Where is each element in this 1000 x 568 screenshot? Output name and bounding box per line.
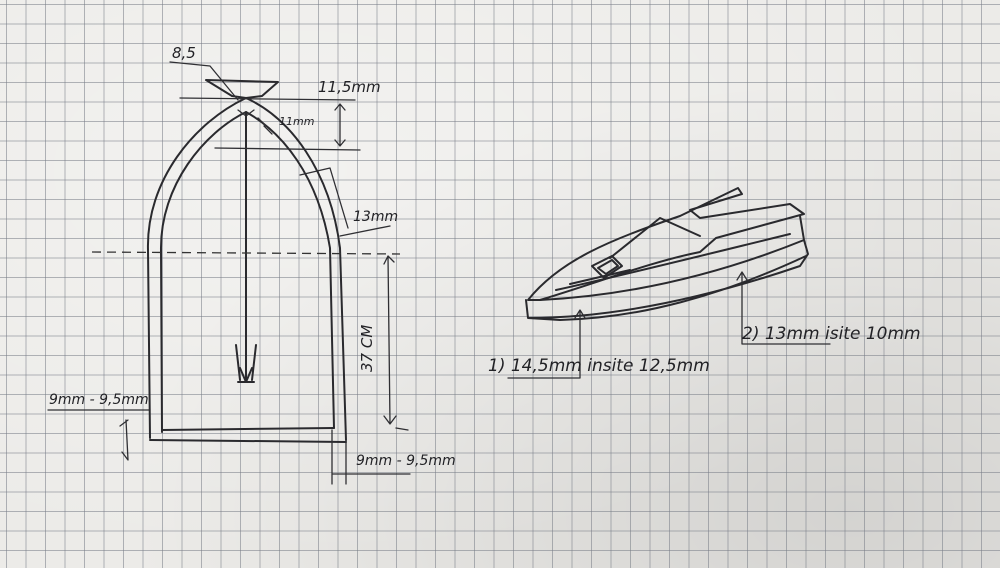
right-base-label: 9mm - 9,5mm bbox=[356, 453, 456, 469]
part-window-square bbox=[591, 255, 623, 279]
top-dimension-lines bbox=[179, 97, 361, 151]
left-base-dimension bbox=[47, 409, 151, 461]
arch-base-line bbox=[149, 427, 347, 443]
callout-2-leader bbox=[736, 271, 831, 345]
center-axis-arrow bbox=[235, 111, 257, 383]
tip-arrow-marks bbox=[237, 109, 273, 135]
part-body-outline bbox=[525, 215, 809, 321]
callout-2-label: 2) 13mm isite 10mm bbox=[742, 324, 921, 344]
side-width-dimension bbox=[299, 167, 391, 237]
callout-1-label: 1) 14,5mm insite 12,5mm bbox=[488, 356, 710, 376]
part-inner-lines bbox=[555, 217, 791, 291]
dashed-reference-line bbox=[91, 251, 401, 255]
tip-angle-label: 8,5 bbox=[172, 44, 196, 62]
length-label: 37 CM bbox=[358, 324, 376, 372]
inner-thickness-label: 11mm bbox=[279, 115, 315, 128]
callout-1-leader bbox=[507, 309, 586, 379]
side-width-label: 13mm bbox=[353, 209, 399, 225]
left-base-label: 9mm - 9,5mm bbox=[49, 392, 149, 408]
arch-inner-outline bbox=[159, 111, 335, 433]
leader-8-5 bbox=[169, 61, 239, 101]
top-height-label: 11,5mm bbox=[318, 78, 381, 96]
right-base-dimension bbox=[331, 429, 411, 485]
length-dimension-arrow bbox=[383, 255, 409, 431]
tip-notch bbox=[205, 79, 279, 99]
